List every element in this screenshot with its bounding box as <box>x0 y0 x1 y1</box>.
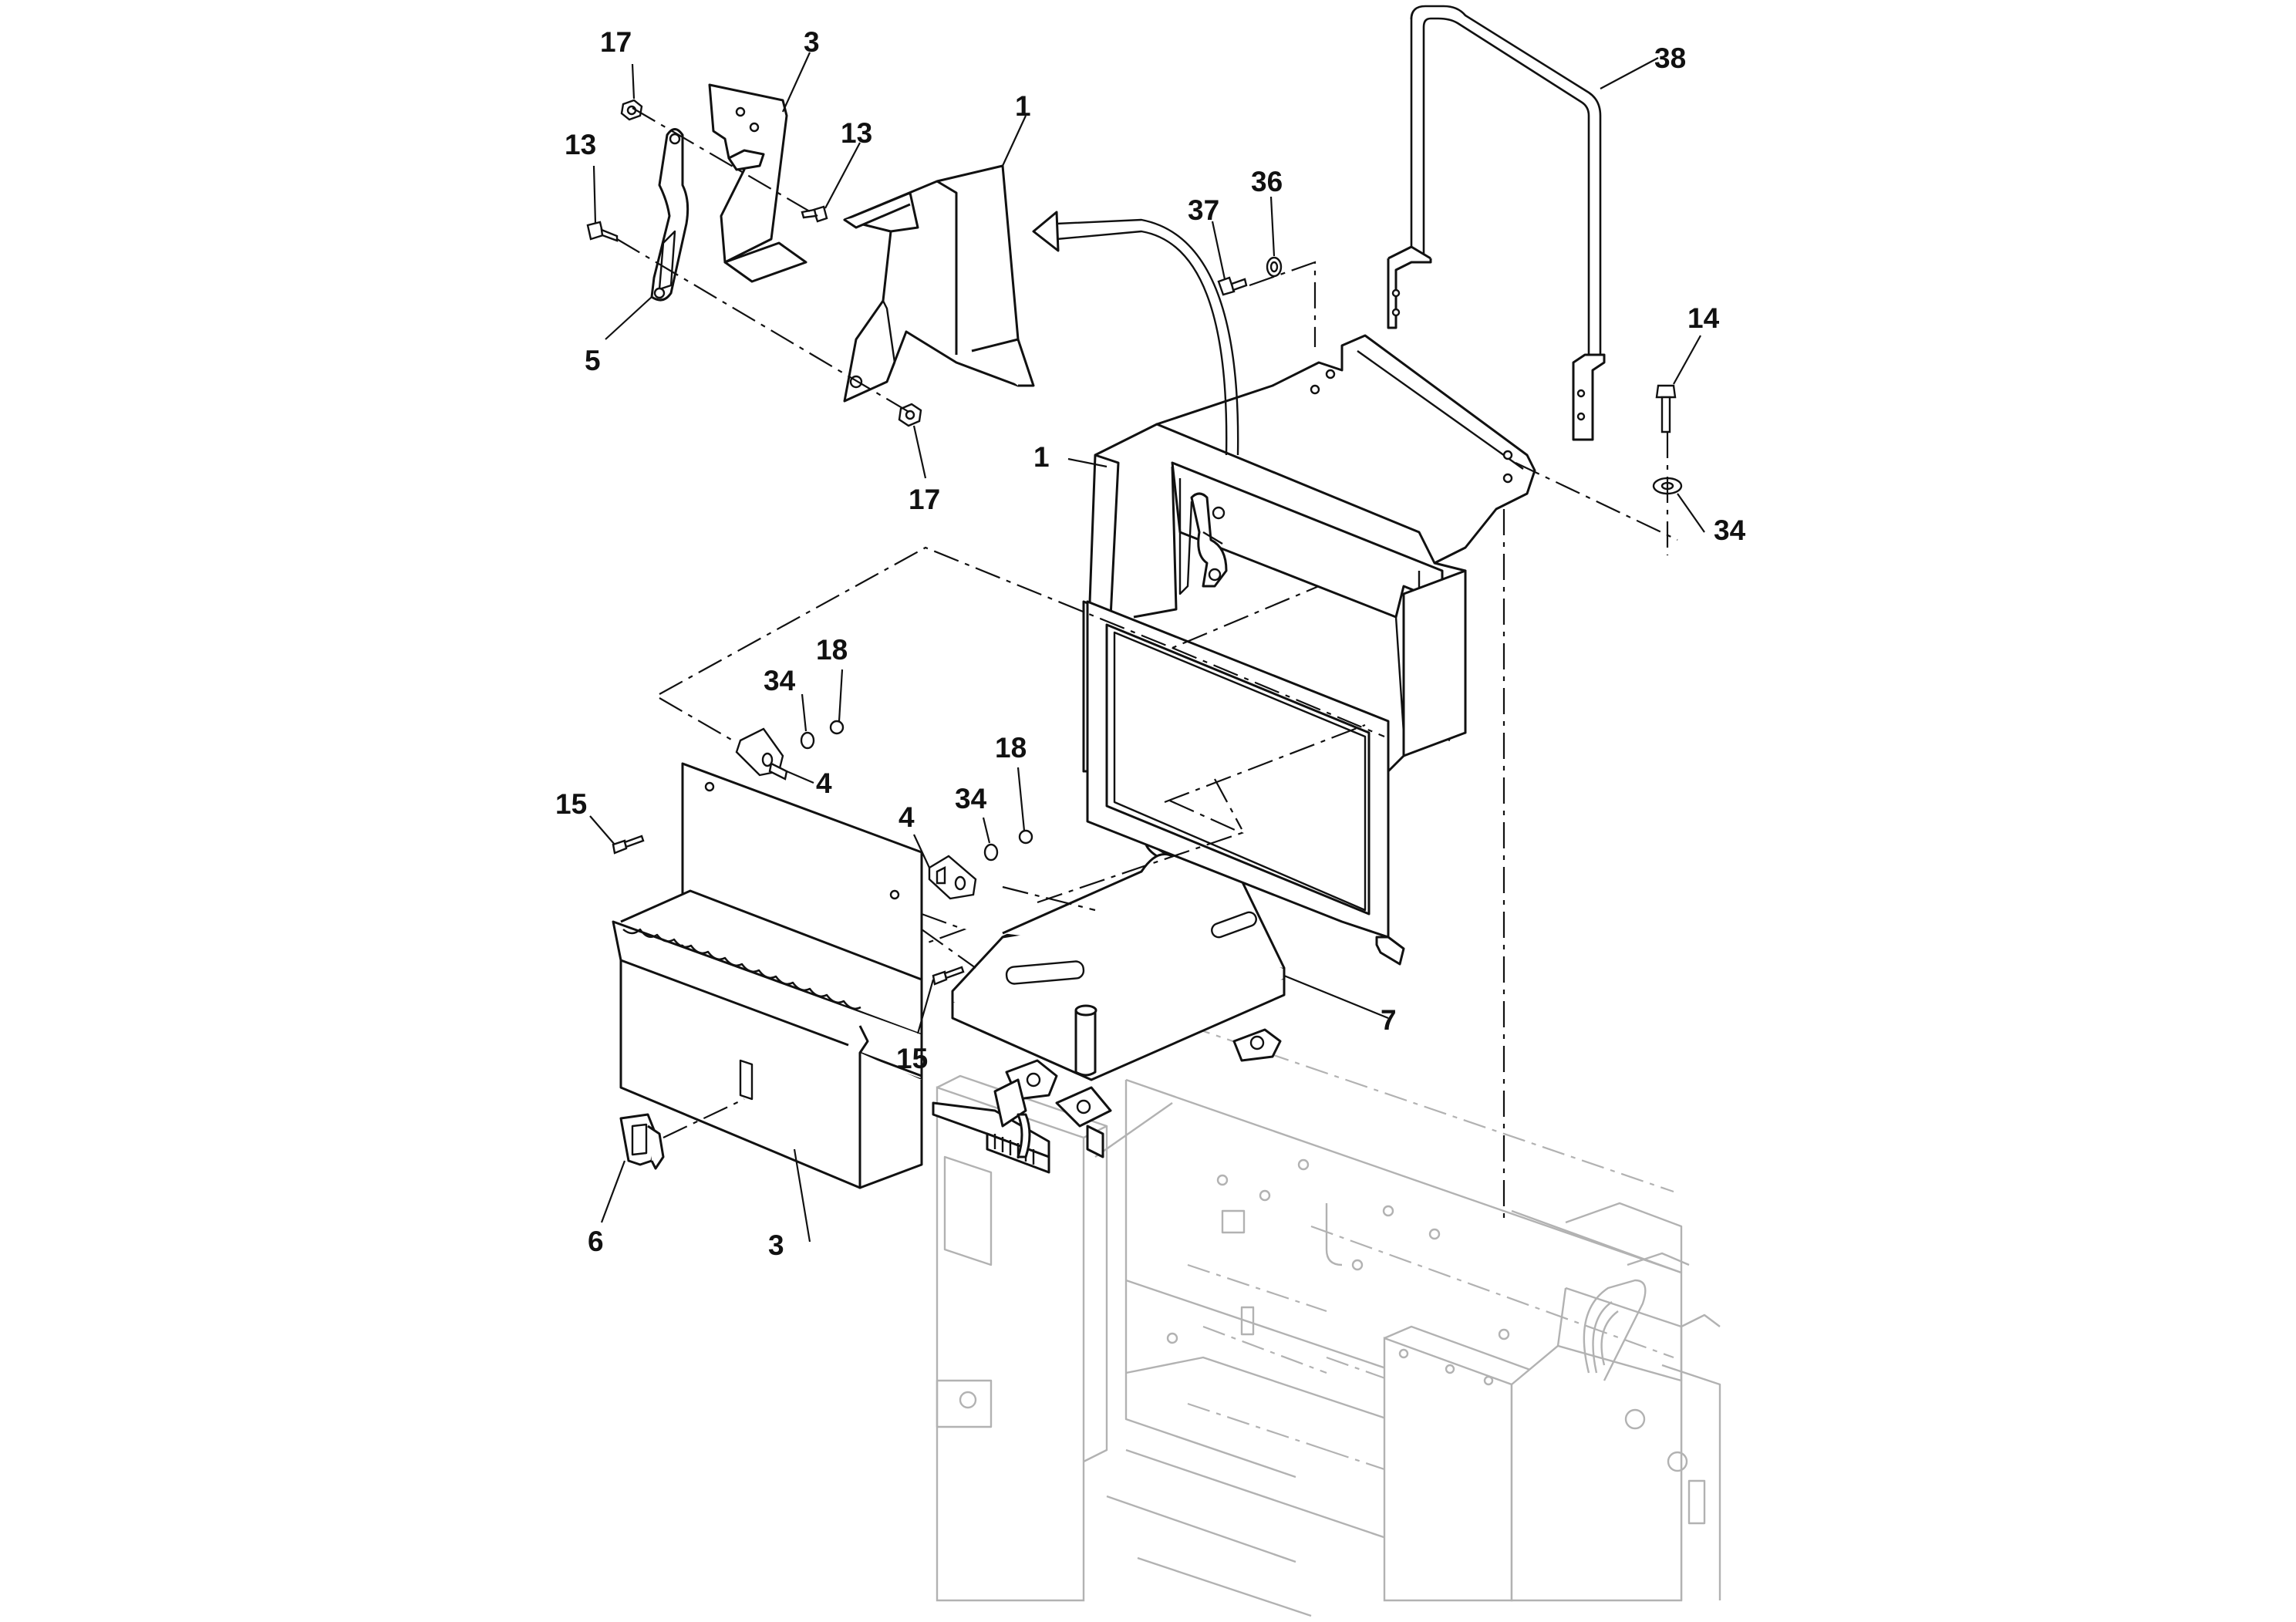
part-38-grab-handle <box>1387 5 1606 441</box>
leader-lines <box>589 52 1705 1243</box>
part-6-latch <box>619 1113 665 1170</box>
assembly-center-lines <box>616 107 1678 1219</box>
base-frame-assembly <box>936 1024 1721 1617</box>
callout-17-lower: 17 <box>909 484 940 515</box>
callout-13-middle: 13 <box>841 117 872 149</box>
part-3-upper-plate <box>708 83 807 283</box>
callout-15-lower: 15 <box>896 1043 928 1074</box>
callout-4-lower: 4 <box>899 801 915 833</box>
callout-14: 14 <box>1687 302 1720 334</box>
callout-15-left: 15 <box>555 788 587 820</box>
callout-6: 6 <box>588 1226 604 1257</box>
callout-3-lower: 3 <box>768 1229 784 1261</box>
callout-3-top: 3 <box>804 26 820 58</box>
callout-38: 38 <box>1654 42 1686 74</box>
callout-13-left: 13 <box>565 129 596 160</box>
callout-37: 37 <box>1188 194 1219 226</box>
part-5-link-arm <box>650 128 689 302</box>
callout-1-bracket: 1 <box>1015 90 1031 122</box>
callout-36: 36 <box>1251 166 1283 197</box>
part-3-lower-panel <box>612 762 923 1189</box>
part-7-seat-mount-plate <box>932 747 1286 1174</box>
callout-5: 5 <box>585 345 601 376</box>
callout-34-lower: 34 <box>955 783 987 814</box>
callout-18-lower: 18 <box>995 732 1027 764</box>
callout-4-upper: 4 <box>816 767 832 799</box>
rotation-arrow <box>1032 211 1239 456</box>
part-1-seat-pan-main <box>1082 334 1536 966</box>
callout-34-right: 34 <box>1714 514 1746 546</box>
callout-1-pan: 1 <box>1033 441 1050 473</box>
callout-34-upper: 34 <box>764 665 796 696</box>
callout-17-top: 17 <box>600 26 632 58</box>
callout-labels: 17 3 13 13 1 5 17 38 36 37 14 34 1 18 34… <box>555 26 1746 1261</box>
callout-18-upper: 18 <box>816 634 848 666</box>
part-1-upper-bracket <box>843 164 1035 403</box>
callout-7: 7 <box>1381 1004 1397 1036</box>
